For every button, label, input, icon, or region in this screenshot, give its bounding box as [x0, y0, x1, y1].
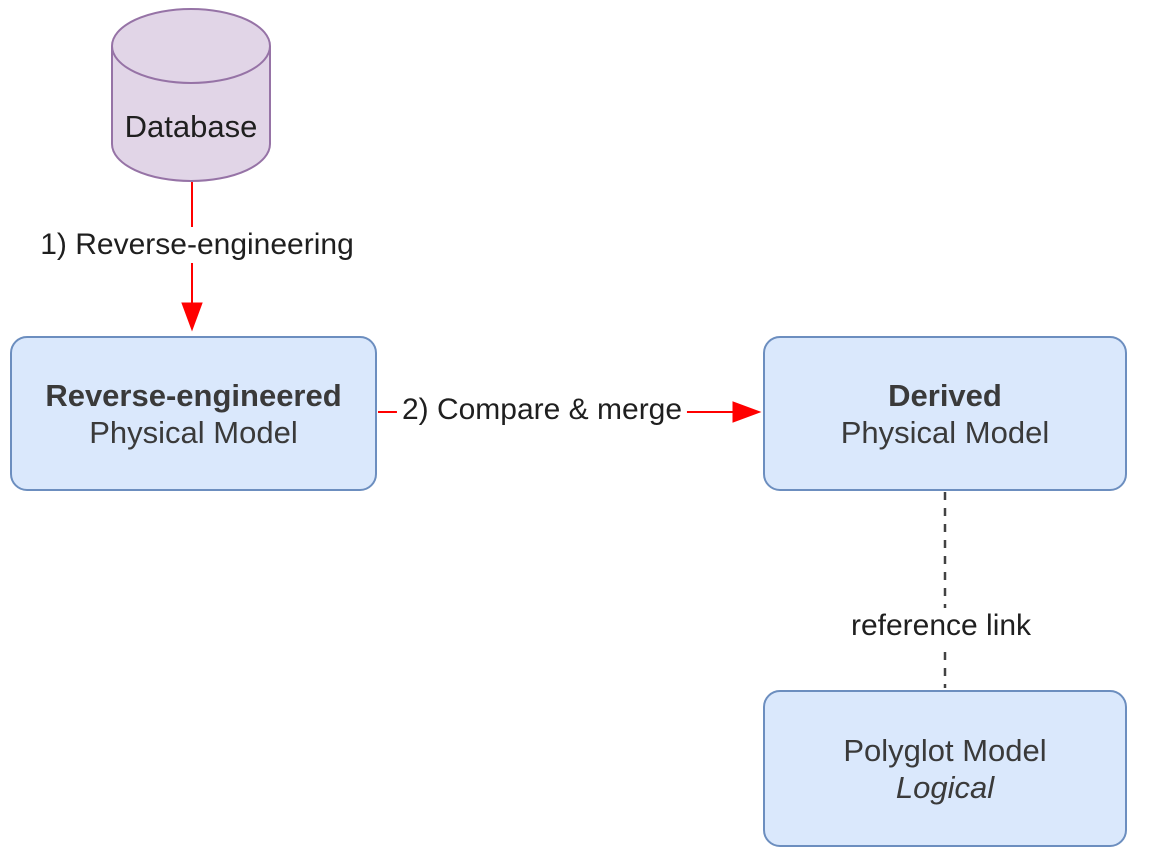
node-subtitle: Physical Model	[840, 414, 1050, 450]
edge-reverse-engineering-arrowhead	[181, 302, 203, 332]
edge-compare-merge-arrowhead	[732, 401, 762, 423]
node-title: Derived	[888, 377, 1002, 413]
database-label: Database	[124, 109, 258, 144]
node-derived: Derived Physical Model	[763, 336, 1127, 491]
edge-reverse-engineering-label: 1) Reverse-engineering	[35, 227, 359, 263]
node-polyglot: Polyglot Model Logical	[763, 690, 1127, 847]
database-cylinder-top-arc	[111, 45, 271, 84]
node-reverse-engineered: Reverse-engineered Physical Model	[10, 336, 377, 491]
edge-reference-link-label: reference link	[845, 608, 1037, 644]
database-node	[111, 8, 271, 182]
node-subtitle: Logical	[895, 769, 995, 805]
database-cylinder-body	[111, 8, 271, 182]
edge-compare-merge-label: 2) Compare & merge	[396, 392, 688, 428]
node-title: Polyglot Model	[843, 732, 1047, 768]
node-title: Reverse-engineered	[45, 377, 342, 413]
node-subtitle: Physical Model	[89, 414, 298, 450]
